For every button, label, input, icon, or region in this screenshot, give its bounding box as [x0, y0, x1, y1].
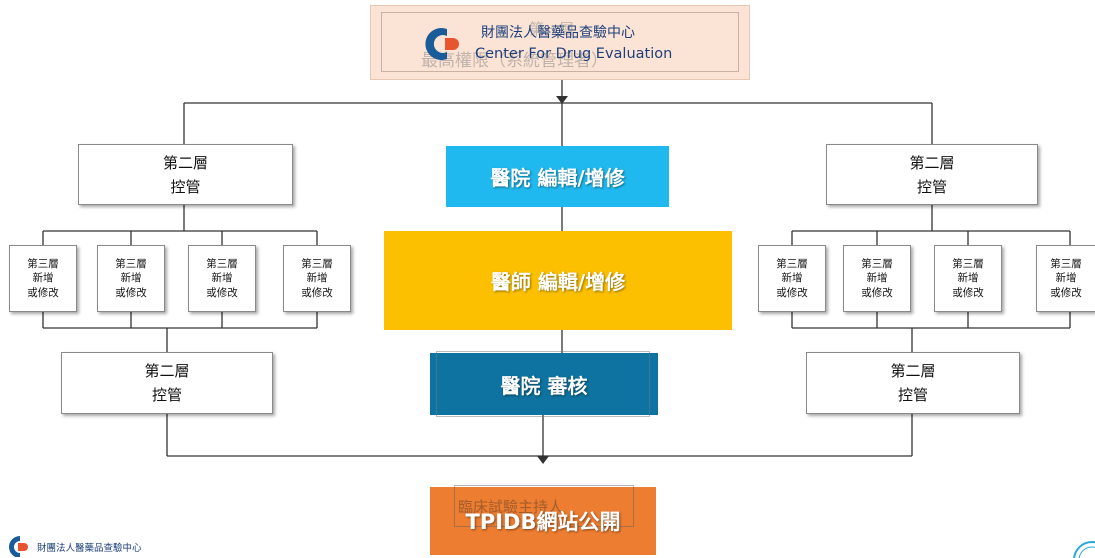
right-level3-box-2: 第三層 新增 或修改 [843, 245, 911, 312]
corner-circle-icon [1073, 541, 1095, 558]
level2-line1: 第二層 [144, 362, 190, 380]
level3-line3: 或修改 [952, 286, 984, 299]
level3-line1: 第三層 [115, 257, 147, 270]
hospital-edit-label: 醫院 編輯/增修 [490, 166, 625, 190]
level3-line2: 新增 [866, 272, 888, 285]
level2-line2: 控管 [170, 177, 201, 196]
top-inner-frame [381, 12, 739, 72]
publish-ghost-text: 臨床試驗主持人 [458, 498, 564, 516]
cde-logo-icon [425, 28, 459, 60]
level3-line2: 新增 [306, 272, 328, 285]
level3-line3: 或修改 [1050, 286, 1082, 299]
right-level3-box-1: 第三層 新增 或修改 [758, 245, 826, 312]
right-level2-top: 第二層 控管 [826, 144, 1038, 205]
left-level3-box-2: 第三層 新增 或修改 [97, 245, 165, 312]
level2-line2: 控管 [916, 177, 947, 196]
left-level3-box-1: 第三層 新增 或修改 [9, 245, 77, 312]
hospital-review-step: 醫院 審核 [430, 351, 658, 417]
level3-line3: 或修改 [115, 286, 147, 299]
right-level3-box-3: 第三層 新增 或修改 [934, 245, 1002, 312]
level3-line3: 或修改 [776, 286, 808, 299]
level2-line2: 控管 [897, 386, 928, 404]
level3-line3: 或修改 [206, 286, 238, 299]
footer-logo-text: 財團法人醫藥品查驗中心 [37, 543, 142, 554]
level3-line3: 或修改 [301, 286, 333, 299]
level3-line1: 第三層 [27, 257, 59, 270]
level3-line2: 新增 [957, 272, 979, 285]
doctor-edit-step: 醫師 編輯/增修 [384, 231, 732, 330]
level3-line2: 新增 [32, 272, 54, 285]
publish-inner-frame [454, 485, 634, 527]
level3-line2: 新增 [1055, 272, 1077, 285]
left-level3-box-4: 第三層 新增 或修改 [283, 245, 351, 312]
level2-line1: 第二層 [162, 153, 208, 172]
level3-line1: 第三層 [301, 257, 333, 270]
left-level3-box-3: 第三層 新增 或修改 [188, 245, 256, 312]
level2-line2: 控管 [151, 386, 182, 404]
level3-line2: 新增 [120, 272, 142, 285]
level2-line1: 第二層 [890, 362, 936, 380]
hospital-review-label: 醫院 審核 [500, 373, 588, 398]
top-ghost-line2: 最高權限（系統管理者） [421, 51, 608, 71]
right-level3-box-4: 第三層 新增 或修改 [1036, 245, 1095, 312]
top-ghost-line1: 第一層 [529, 20, 575, 38]
right-level2-bottom: 第二層 控管 [806, 352, 1020, 414]
top-logo-text-en: Center For Drug Evaluation [475, 46, 673, 62]
hospital-review-inner-frame [436, 351, 650, 417]
level3-line1: 第三層 [206, 257, 238, 270]
level2-line1: 第二層 [909, 153, 955, 172]
footer-cde-logo-icon [9, 536, 28, 557]
left-level2-bottom: 第二層 控管 [61, 352, 273, 414]
hospital-edit-step: 醫院 編輯/增修 [446, 146, 669, 207]
top-level-box: 第一層 最高權限（系統管理者） 財團法人醫藥品查驗中心 Center For D… [370, 5, 750, 80]
publish-step: 臨床試驗主持人 TPIDB網站公開 [430, 485, 656, 555]
level3-line2: 新增 [781, 272, 803, 285]
left-level2-top: 第二層 控管 [78, 144, 293, 205]
top-logo-text-zh: 財團法人醫藥品查驗中心 [481, 25, 635, 41]
doctor-edit-label: 醫師 編輯/增修 [490, 270, 626, 294]
level3-line1: 第三層 [952, 257, 984, 270]
level3-line1: 第三層 [776, 257, 808, 270]
level3-line1: 第三層 [1050, 257, 1082, 270]
publish-label: TPIDB網站公開 [465, 510, 621, 534]
level3-line2: 新增 [211, 272, 233, 285]
level3-line1: 第三層 [861, 257, 893, 270]
level3-line3: 或修改 [861, 286, 893, 299]
level3-line3: 或修改 [27, 286, 59, 299]
